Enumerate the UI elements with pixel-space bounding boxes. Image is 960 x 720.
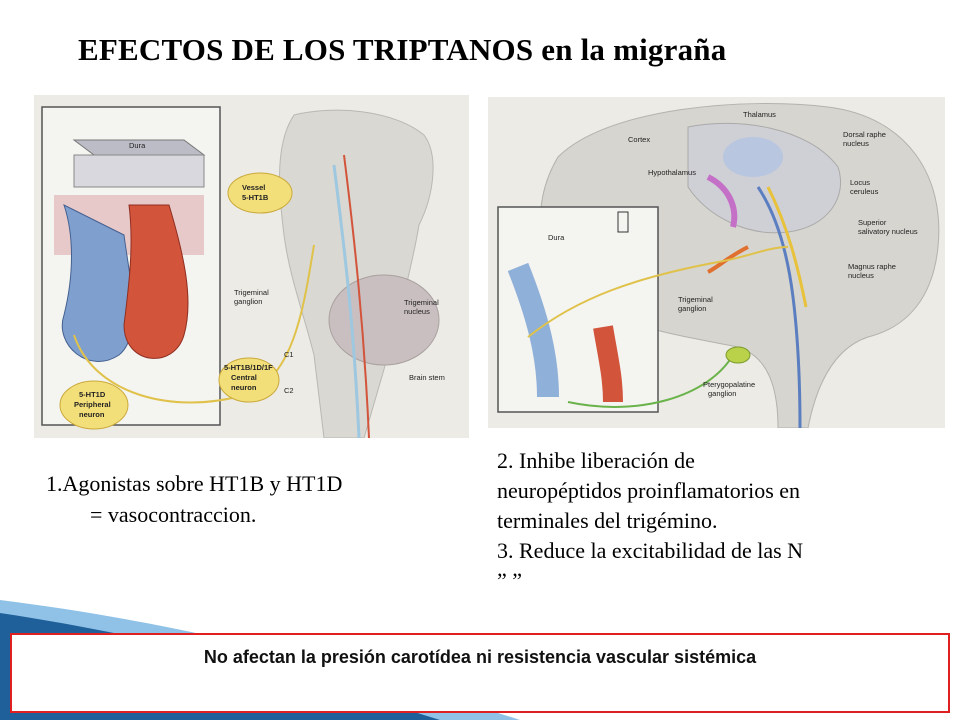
- label-superior-a: Superior: [858, 218, 887, 227]
- label-hypothalamus: Hypothalamus: [648, 168, 696, 177]
- label-tg-a: Trigeminal: [234, 288, 269, 297]
- label-magnus-b: nucleus: [848, 271, 874, 280]
- point-2-line-3: terminales del trigémino.: [497, 508, 718, 533]
- label-tn-b: nucleus: [404, 307, 430, 316]
- point-2-line-2: neuropéptidos proinflamatorios en: [497, 478, 801, 503]
- point-3-line-2: ” ”: [497, 568, 523, 593]
- label-central-b: Central: [231, 373, 257, 382]
- title-caps: EFECTOS DE LOS TRIPTANOS: [78, 32, 534, 67]
- trigeminovascular-figure: Dura Vessel 5-HT1B Trigeminal ganglion T…: [34, 95, 469, 438]
- label-trigeminal-b: ganglion: [678, 304, 706, 313]
- label-dura-right: Dura: [548, 233, 565, 242]
- brain-pathways-figure: Cortex Thalamus Hypothalamus Dorsal raph…: [488, 97, 945, 428]
- callout-text: No afectan la presión carotídea ni resis…: [203, 647, 757, 667]
- slide-title: EFECTOS DE LOS TRIPTANOS en la migraña: [78, 32, 878, 68]
- label-thalamus: Thalamus: [743, 110, 776, 119]
- label-ptery-b: ganglion: [708, 389, 736, 398]
- label-superior-b: salivatory nucleus: [858, 227, 918, 236]
- label-locus-b: ceruleus: [850, 187, 879, 196]
- trigeminovascular-illustration: Dura Vessel 5-HT1B Trigeminal ganglion T…: [34, 95, 469, 438]
- label-magnus-a: Magnus raphe: [848, 262, 896, 271]
- label-ptery-a: Pterygopalatine: [703, 380, 755, 389]
- label-central-a: 5-HT1B/1D/1F: [224, 363, 273, 372]
- label-dura: Dura: [129, 141, 146, 150]
- label-vessel-a: Vessel: [242, 183, 265, 192]
- label-tn-a: Trigeminal: [404, 298, 439, 307]
- label-central-c: neuron: [231, 383, 257, 392]
- label-peripheral-b: Peripheral: [74, 400, 111, 409]
- point-3-line-1: 3. Reduce la excitabilidad de las N: [497, 538, 804, 563]
- point-1-line-2: = vasocontraccion.: [90, 502, 257, 527]
- point-2-line-1: 2. Inhibe liberación de: [497, 448, 695, 473]
- point-1-text: 1.Agonistas sobre HT1B y HT1D = vasocont…: [46, 468, 476, 530]
- callout-box: No afectan la presión carotídea ni resis…: [10, 633, 950, 713]
- points-2-3-text: 2. Inhibe liberación de neuropéptidos pr…: [497, 446, 952, 596]
- title-rest: en la migraña: [541, 32, 727, 67]
- label-tg-b: ganglion: [234, 297, 262, 306]
- label-brain-stem: Brain stem: [409, 373, 445, 382]
- label-dorsal-raphe-a: Dorsal raphe: [843, 130, 886, 139]
- label-dorsal-raphe-b: nucleus: [843, 139, 869, 148]
- label-locus-a: Locus: [850, 178, 870, 187]
- label-trigeminal-a: Trigeminal: [678, 295, 713, 304]
- label-c1: C1: [284, 350, 294, 359]
- label-peripheral-a: 5-HT1D: [79, 390, 106, 399]
- label-peripheral-c: neuron: [79, 410, 105, 419]
- brain-pathways-illustration: Cortex Thalamus Hypothalamus Dorsal raph…: [488, 97, 945, 428]
- label-vessel-b: 5-HT1B: [242, 193, 269, 202]
- label-c2: C2: [284, 386, 294, 395]
- label-cortex: Cortex: [628, 135, 650, 144]
- point-1-line-1: 1.Agonistas sobre HT1B y HT1D: [46, 471, 343, 496]
